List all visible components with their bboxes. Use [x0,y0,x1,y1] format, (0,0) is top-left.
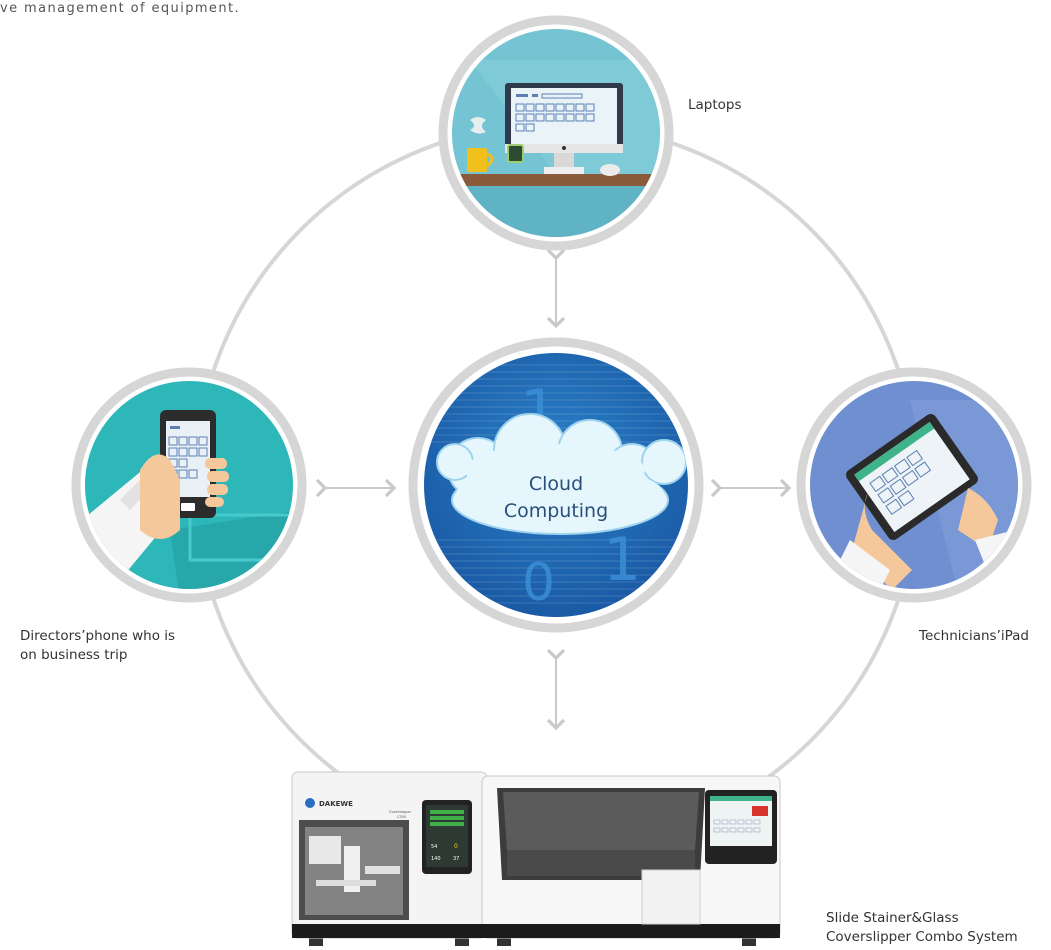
connection-arrows [315,248,792,731]
screen-value-3: 140 [431,856,441,862]
binary-digit-right: 1 [603,525,641,595]
laptops-label: Laptops [688,97,742,113]
phone-label-line1: Directors’phone who is [20,628,176,644]
coffee-mug-icon [467,117,494,172]
cloud-title-line1: Cloud [529,473,583,495]
laptop-node [438,15,674,251]
machine-label-line1: Slide Stainer&Glass [826,910,959,926]
cloud-computing-node: 1 0 1 Cloud Computing [408,337,704,633]
machine-model-line1: Coverslipper [389,810,412,814]
machine-model-line2: C300 [397,815,406,819]
top-caption: ve management of equipment. [0,1,240,16]
screen-value-2: 0 [454,843,458,850]
hand-icon [140,454,180,539]
screen-value-4: 37 [453,856,459,862]
phone-label-line2: on business trip [20,647,128,663]
machine-brand: DAKEWE [319,800,353,808]
mouse-icon [600,164,620,176]
ipad-label: Technicians’iPad [919,628,1029,644]
ipad-node [796,367,1032,603]
brand-logo-icon [305,798,315,808]
tablet-icon [846,413,978,541]
machine-label-line2: Coverslipper Combo System [826,929,1018,945]
phone-node [71,367,307,603]
binary-digit-bottom: 0 [522,553,555,613]
small-device-icon [507,144,524,163]
desk [460,174,660,186]
phone-label: Directors’phone who is on business trip [20,627,240,665]
screen-value-1: 54 [431,844,437,850]
right-hand-icon [958,488,998,550]
left-hand-icon [852,492,912,589]
machine-label: Slide Stainer&Glass Coverslipper Combo S… [826,909,1051,947]
stainer-coverslipper-machine: DAKEWE Coverslipper C300 54 0 140 37 [291,771,781,946]
desktop-monitor-icon [505,83,623,174]
cloud-title-line2: Computing [504,500,608,522]
